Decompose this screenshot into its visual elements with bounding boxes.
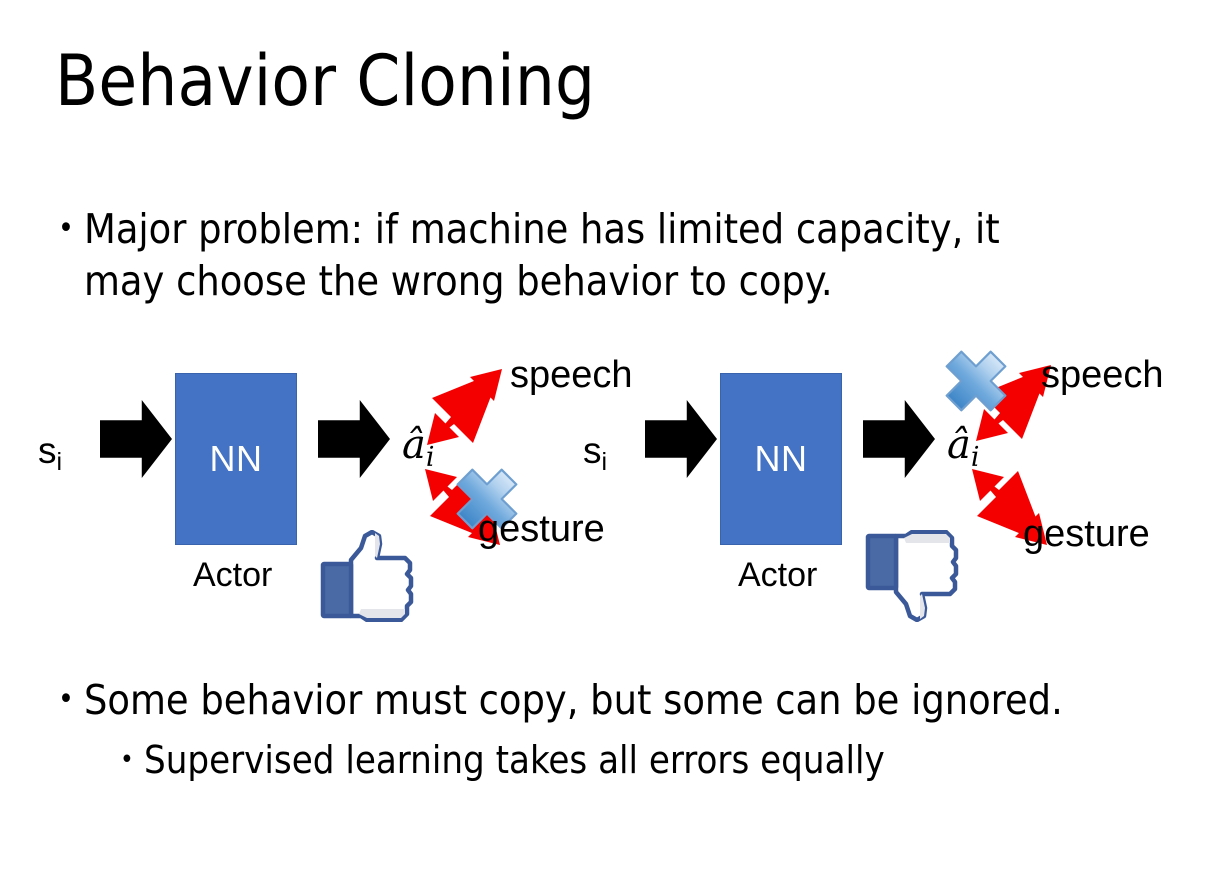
branch-arrow-speech-icon — [410, 352, 520, 462]
bullet-marker-icon: • — [58, 211, 74, 246]
bullet-text: Supervised learning takes all errors equ… — [144, 738, 885, 782]
branch-label-gesture: gesture — [1023, 513, 1150, 555]
branch-arrow-gesture-icon — [955, 452, 1065, 562]
action-label: âi — [402, 422, 435, 474]
nn-box-label: NN — [209, 438, 263, 479]
diagram-left: si NN Actor âi — [30, 340, 633, 640]
nn-box-label: NN — [754, 438, 808, 479]
list-item: • Supervised learning takes all errors e… — [120, 735, 1140, 785]
branch-label-speech: speech — [1041, 354, 1164, 396]
actor-label: Actor — [193, 556, 273, 594]
branch-arrow-gesture-icon — [408, 452, 518, 562]
cross-out-speech-icon — [939, 344, 1013, 418]
page-title: Behavior Cloning — [55, 40, 596, 122]
bullet-text: Some behavior must copy, but some can be… — [84, 676, 1063, 724]
nn-box: NN — [720, 373, 842, 545]
thumbs-down-icon — [860, 529, 964, 623]
bullet-list-bottom-sub: • Supervised learning takes all errors e… — [120, 735, 1140, 785]
thumbs-up-icon — [315, 529, 419, 623]
input-arrow-icon — [100, 400, 172, 478]
list-item: • Some behavior must copy, but some can … — [58, 674, 1148, 726]
bullet-marker-icon: • — [58, 682, 74, 717]
branch-arrow-speech-icon — [959, 348, 1069, 458]
branch-label-gesture: gesture — [478, 508, 605, 550]
bullet-marker-icon: • — [120, 745, 134, 775]
bullet-text: Major problem: if machine has limited ca… — [84, 205, 1000, 305]
bullet-list-top: • Major problem: if machine has limited … — [58, 203, 1118, 307]
diagram-right: si NN Actor âi — [575, 340, 1165, 640]
action-label: âi — [947, 422, 980, 474]
input-arrow-icon — [645, 400, 717, 478]
output-arrow-icon — [318, 400, 390, 478]
output-arrow-icon — [863, 400, 935, 478]
bullet-list-bottom: • Some behavior must copy, but some can … — [58, 674, 1148, 726]
cross-out-gesture-icon — [450, 462, 524, 536]
nn-box: NN — [175, 373, 297, 545]
list-item: • Major problem: if machine has limited … — [58, 203, 1118, 307]
actor-label: Actor — [738, 556, 818, 594]
branch-label-speech: speech — [510, 354, 633, 396]
state-label: si — [38, 430, 63, 476]
state-label: si — [583, 430, 608, 476]
